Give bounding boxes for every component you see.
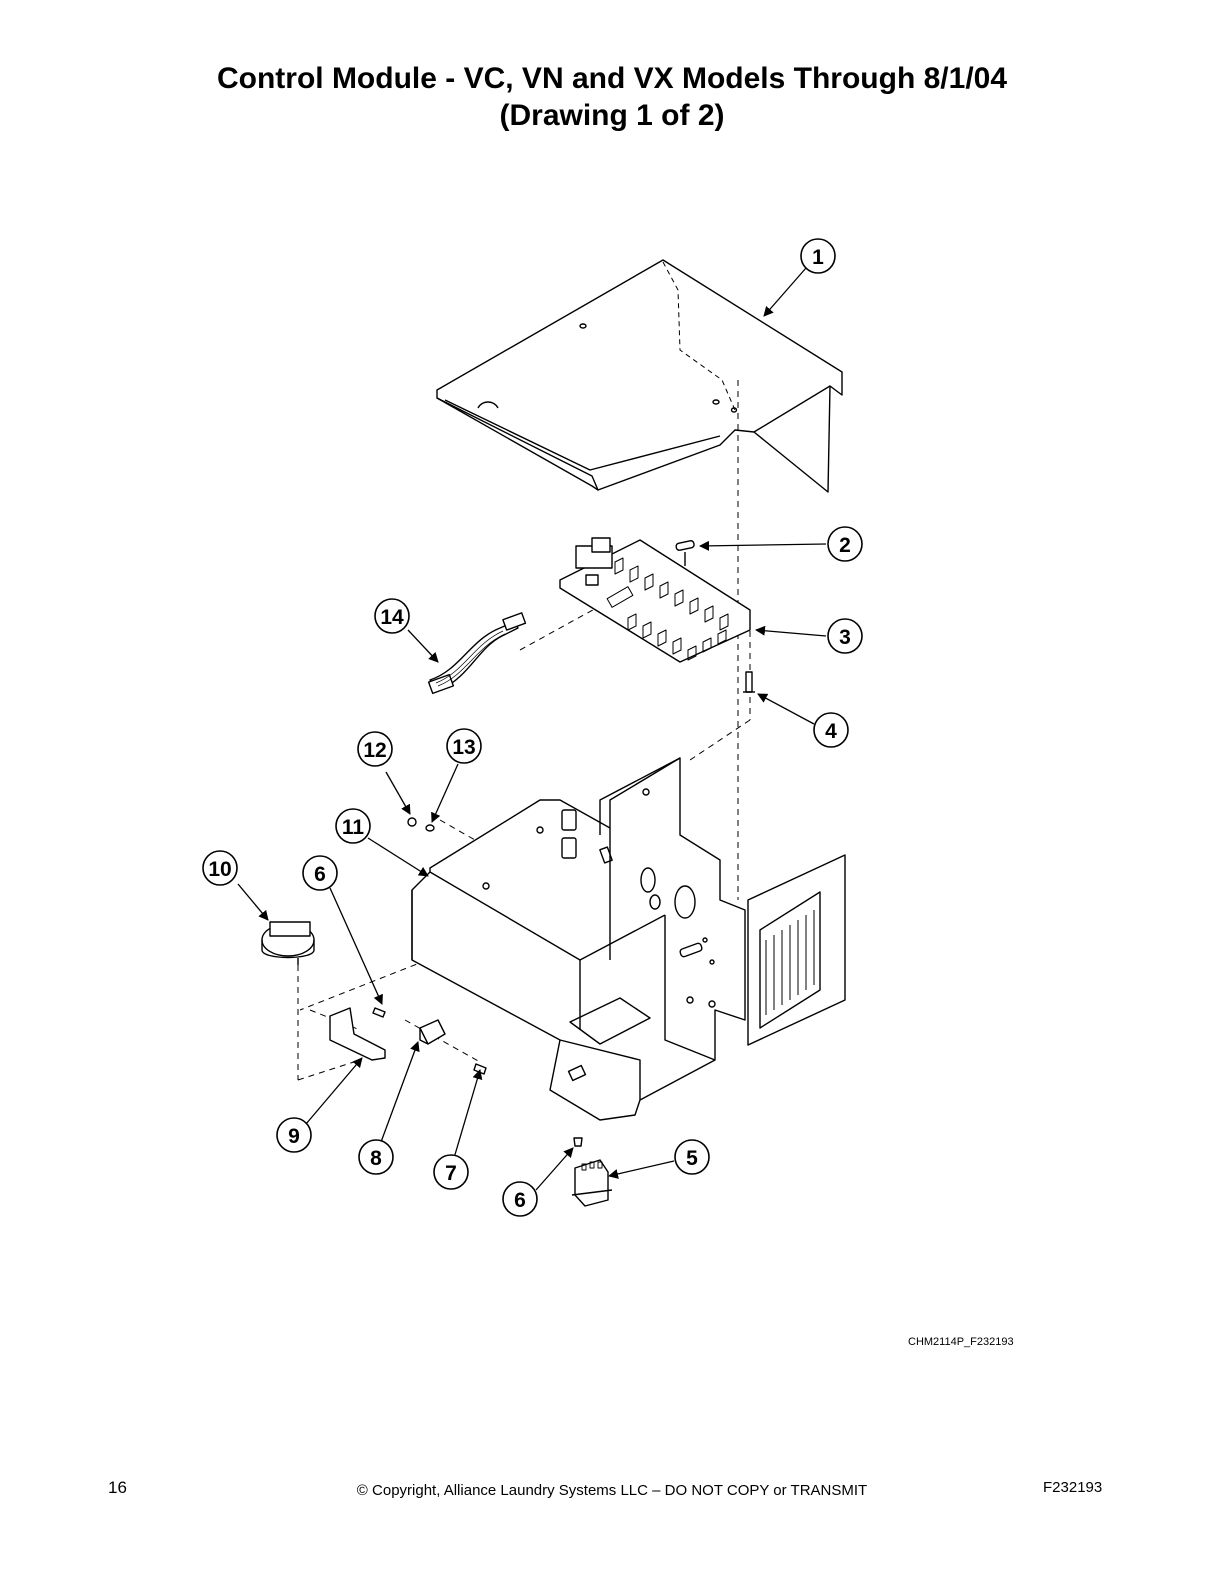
page-number: 16 [108, 1478, 127, 1497]
document-id: F232193 [1043, 1479, 1103, 1496]
callout-labels: 1 2 3 4 5 6 7 8 [202, 238, 863, 1217]
mounting-bracket [329, 1007, 386, 1061]
callout-3: 3 [827, 618, 863, 654]
pressure-switch [261, 921, 315, 965]
standoff [743, 671, 755, 693]
callout-10: 10 [202, 850, 238, 886]
svg-text:7: 7 [445, 1162, 457, 1185]
screw-upper [372, 1007, 386, 1018]
callout-11: 11 [335, 808, 371, 844]
control-cover [436, 259, 843, 493]
door-switch [419, 1019, 446, 1045]
svg-text:6: 6 [314, 863, 326, 886]
control-chassis [411, 757, 746, 1121]
svg-text:1: 1 [812, 246, 824, 269]
figure-code: CHM2114P_F232193 [908, 1336, 1014, 1348]
svg-text:10: 10 [208, 858, 231, 881]
svg-text:2: 2 [839, 534, 851, 557]
callout-8: 8 [358, 1139, 394, 1175]
svg-text:12: 12 [363, 739, 386, 762]
callout-9: 9 [276, 1117, 312, 1153]
svg-text:11: 11 [342, 816, 365, 839]
page-title: Control Module - VC, VN and VX Models Th… [0, 60, 1224, 134]
callout-2: 2 [827, 526, 863, 562]
washer [425, 824, 435, 832]
callout-5: 5 [674, 1139, 710, 1175]
callout-7: 7 [433, 1154, 469, 1190]
callout-1: 1 [800, 238, 836, 274]
svg-text:13: 13 [452, 736, 475, 759]
svg-text:9: 9 [288, 1125, 300, 1148]
fuse [675, 540, 695, 566]
screw-lower [573, 1137, 583, 1147]
svg-text:3: 3 [839, 626, 851, 649]
svg-text:5: 5 [686, 1147, 698, 1170]
callout-6-upper: 6 [302, 855, 338, 891]
callout-4: 4 [813, 712, 849, 748]
title-line-1: Control Module - VC, VN and VX Models Th… [216, 62, 1008, 95]
title-line-2: (Drawing 1 of 2) [499, 99, 725, 132]
callout-14: 14 [374, 598, 410, 634]
side-panel [747, 854, 846, 1046]
svg-text:14: 14 [380, 606, 404, 629]
ribbon-cable [427, 612, 527, 695]
switch-screw [473, 1063, 487, 1075]
svg-text:8: 8 [370, 1147, 382, 1170]
svg-text:4: 4 [825, 720, 837, 743]
callout-12: 12 [357, 731, 393, 767]
copyright-notice: © Copyright, Alliance Laundry Systems LL… [356, 1482, 868, 1499]
control-board [559, 537, 751, 663]
callout-6-lower: 6 [502, 1181, 538, 1217]
nut [407, 817, 417, 827]
callout-13: 13 [446, 728, 482, 764]
relay [571, 1159, 613, 1207]
svg-text:6: 6 [514, 1189, 526, 1212]
